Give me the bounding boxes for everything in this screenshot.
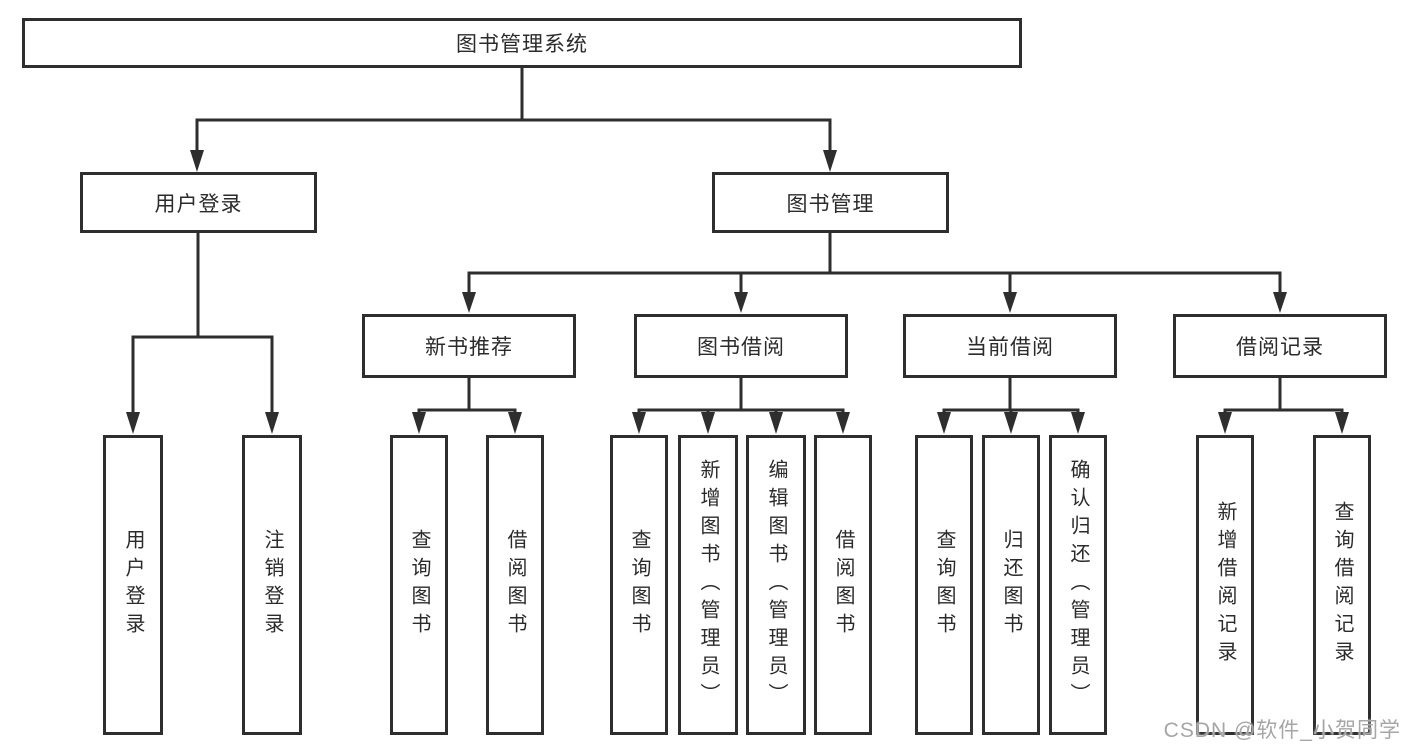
leaf-query-books: 查询图书 (390, 435, 448, 735)
node-book-management: 图书管理 (712, 172, 949, 233)
leaf-add-books-admin: 新增图书（管理员） (678, 435, 738, 735)
leaf-query-books: 查询图书 (610, 435, 668, 735)
leaf-user-login: 用户登录 (103, 435, 163, 735)
leaf-add-borrow-record: 新增借阅记录 (1196, 435, 1254, 735)
leaf-query-books: 查询图书 (915, 435, 973, 735)
node-current-borrowing: 当前借阅 (903, 314, 1117, 378)
leaf-borrow-books: 借阅图书 (486, 435, 544, 735)
node-user-login: 用户登录 (80, 172, 317, 233)
leaf-query-borrow-record: 查询借阅记录 (1313, 435, 1371, 735)
node-borrowing-records: 借阅记录 (1173, 314, 1387, 378)
leaf-return-books: 归还图书 (982, 435, 1040, 735)
node-library-management-system: 图书管理系统 (22, 18, 1022, 68)
leaf-borrow-books: 借阅图书 (814, 435, 872, 735)
leaf-edit-books-admin: 编辑图书（管理员） (746, 435, 806, 735)
node-book-borrowing: 图书借阅 (634, 314, 848, 378)
node-new-book-recommendation: 新书推荐 (362, 314, 576, 378)
leaf-logout: 注销登录 (242, 435, 302, 735)
csdn-watermark: CSDN @软件_小贺同学 (1163, 719, 1401, 742)
leaf-confirm-return-admin: 确认归还（管理员） (1049, 435, 1107, 735)
